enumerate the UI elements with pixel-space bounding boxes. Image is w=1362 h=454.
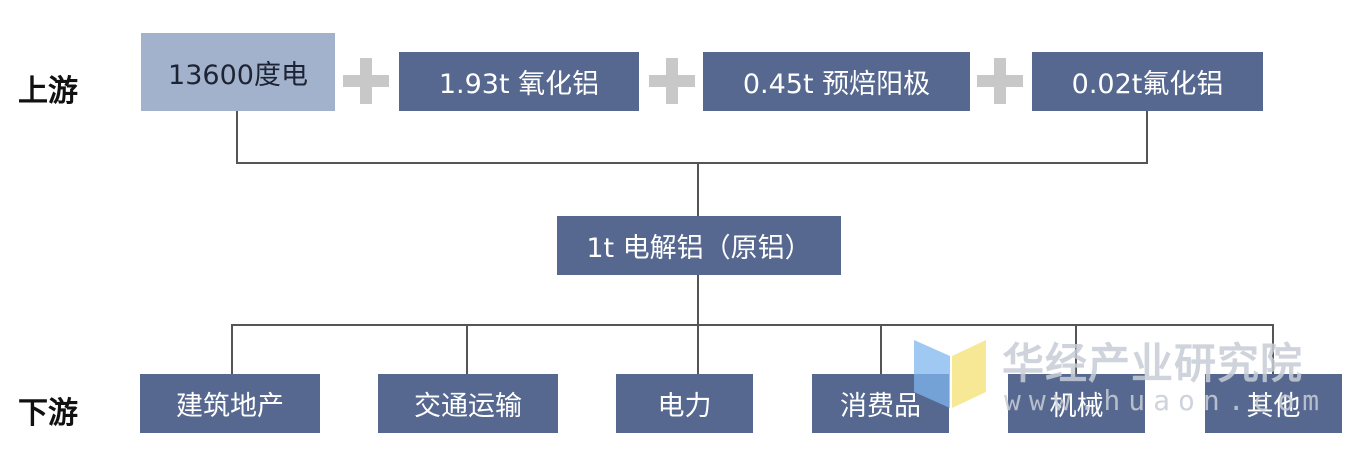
downstream-label: 下游 [18,396,78,431]
input-alumina: 1.93t 氧化铝 [399,52,639,111]
application-other: 其他 [1205,374,1342,433]
input-prebaked-anode: 0.45t 预焙阳极 [703,52,970,111]
application-power: 电力 [616,374,753,433]
plus-icon [649,58,695,104]
application-machinery: 机械 [1008,374,1145,433]
application-construction: 建筑地产 [140,374,320,433]
input-aluminum-fluoride: 0.02t氟化铝 [1032,52,1263,111]
product-primary-aluminum: 1t 电解铝（原铝） [557,216,841,275]
connector-line [236,162,1148,164]
watermark-url: www.huaon.com [1004,384,1328,417]
connector-line [1075,324,1077,374]
connector-line [697,162,699,217]
plus-icon [343,58,389,104]
connector-line [880,324,882,374]
connector-line [1146,111,1148,163]
input-electricity: 13600度电 [141,33,335,111]
upstream-label: 上游 [18,74,78,109]
watermark-logo-icon [914,340,986,408]
application-transportation: 交通运输 [378,374,558,433]
connector-line [231,324,233,374]
connector-line [466,324,468,374]
watermark-name: 华经产业研究院 [1002,339,1304,388]
connector-line [697,275,699,325]
application-consumer-goods: 消费品 [812,374,949,433]
connector-line [1272,324,1274,374]
plus-icon [977,58,1023,104]
connector-line [231,324,1274,326]
connector-line [236,111,238,163]
connector-line [697,324,699,374]
